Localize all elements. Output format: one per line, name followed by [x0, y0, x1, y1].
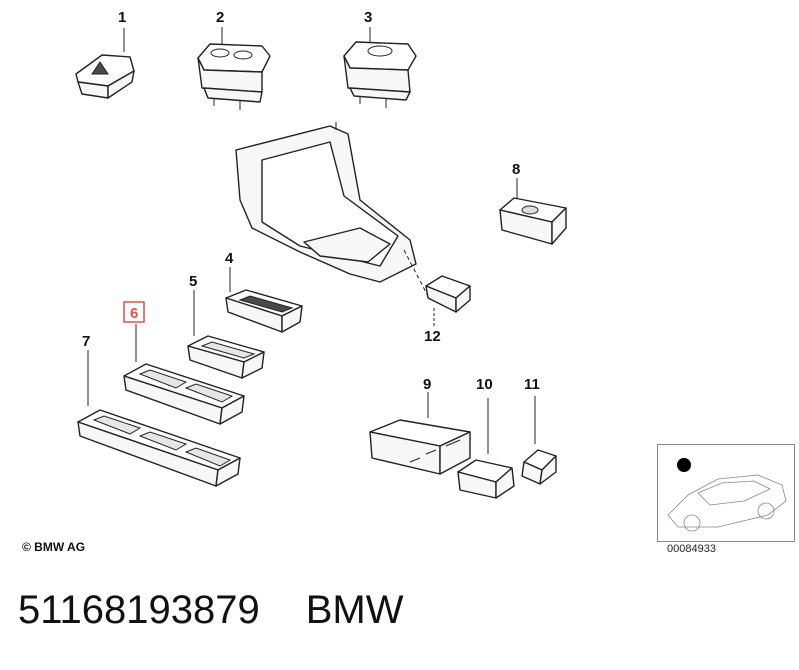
part-4-trim-bezel: [225, 267, 303, 333]
part-6-double-bezel: [123, 324, 245, 425]
callout-9: 9: [423, 376, 431, 393]
callout-10: 10: [476, 376, 493, 393]
brand-name: BMW: [305, 588, 404, 632]
callout-6-highlight-box: [123, 301, 145, 323]
callout-8: 8: [512, 161, 520, 178]
part-number: 51168193879: [18, 588, 260, 632]
part-5-trim-bezel: [187, 290, 265, 379]
callout-1: 1: [118, 9, 126, 26]
callout-5: 5: [189, 273, 197, 290]
console-trim-frame: [235, 122, 417, 283]
callout-11: 11: [524, 376, 540, 393]
callout-3: 3: [364, 9, 372, 26]
callout-6: 6: [130, 305, 138, 322]
car-outline-icon: [667, 458, 787, 532]
part-2-double-switch: [197, 27, 271, 110]
part-9-climate-module: [369, 392, 471, 475]
reference-code: 00084933: [667, 543, 716, 555]
copyright-notice: © BMW AG: [22, 540, 86, 554]
part-11-knob-cover: [521, 396, 557, 485]
callout-7: 7: [82, 333, 90, 350]
part-7-triple-bezel: [77, 350, 241, 487]
callout-12: 12: [424, 328, 441, 345]
car-location-inset: [657, 444, 795, 542]
callout-2: 2: [216, 9, 224, 26]
part-8-window-switch: [499, 178, 567, 245]
part-10-knob-cover: [457, 398, 515, 499]
callout-4: 4: [225, 250, 234, 267]
part-3-single-switch: [343, 27, 417, 108]
part-1-hazard-switch: [75, 28, 135, 99]
footer-caption: 51168193879 BMW: [18, 588, 450, 633]
part-12-small-bezel: [403, 249, 471, 326]
